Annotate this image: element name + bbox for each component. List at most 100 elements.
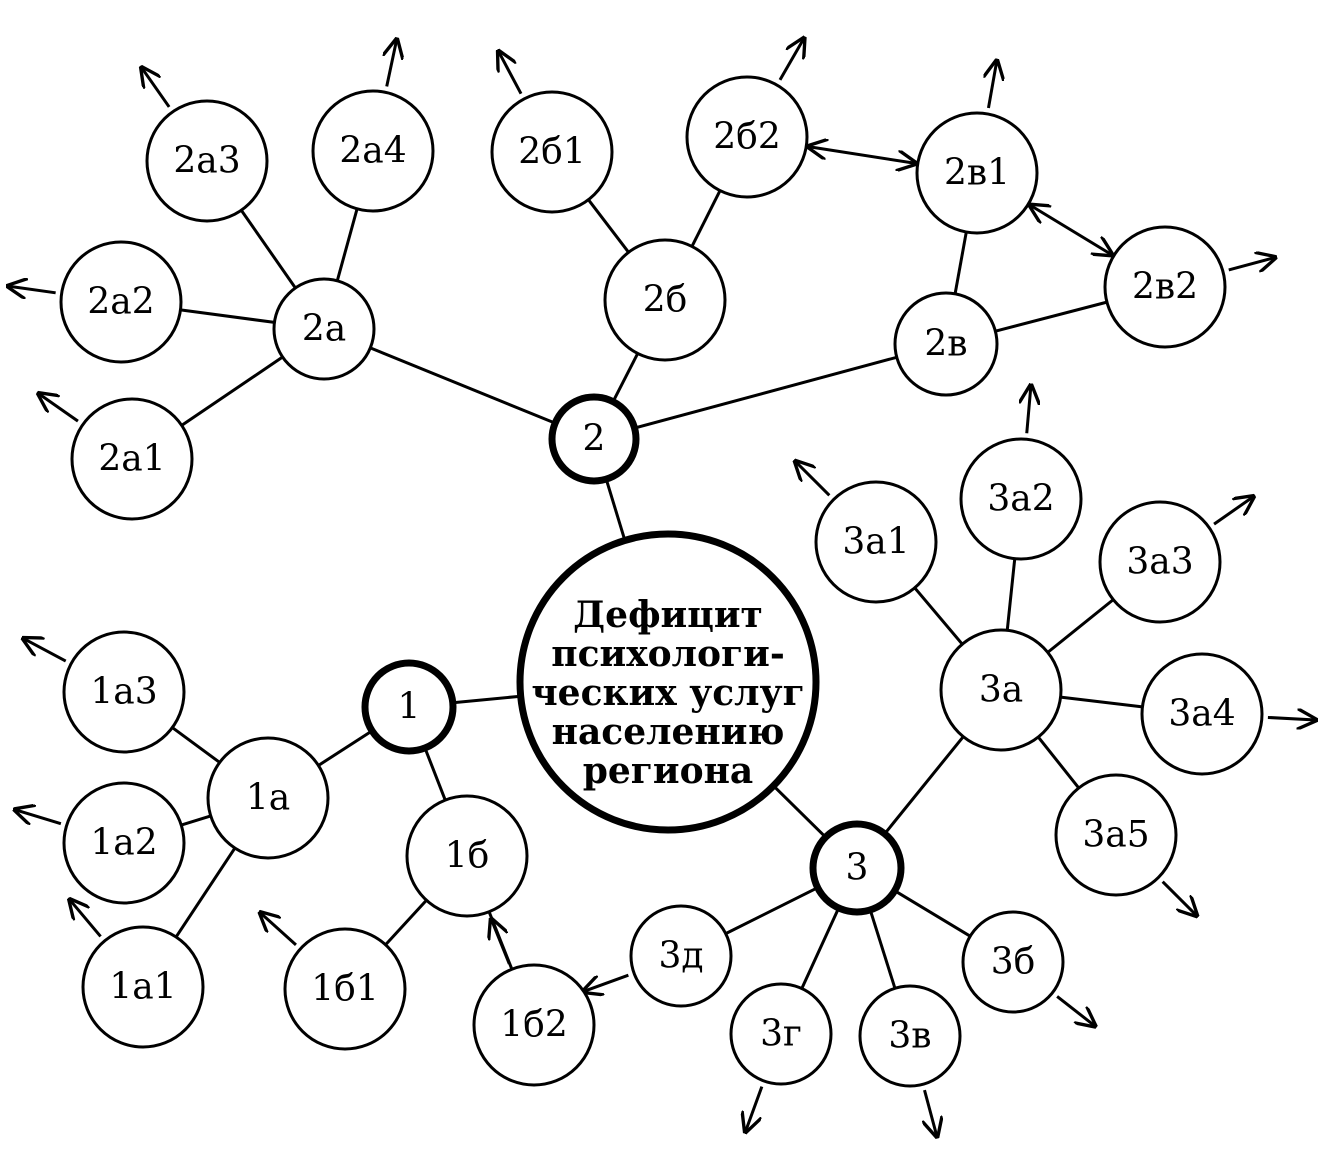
node-circle-2 [548,393,640,485]
node-3a4: 3а4 [1140,652,1264,776]
arrows-layer [8,38,1316,1136]
edge-2b-2b1 [587,198,630,254]
node-circle-1b [405,794,529,918]
node-label-2b1: 2б1 [518,132,585,173]
outgoing-arrow-1a3 [23,638,67,663]
node-label-2a3: 2а3 [173,141,240,182]
outgoing-arrow-2a3 [142,68,171,108]
edge-3a-3a4 [1060,695,1143,709]
node-label-1b: 1б [445,836,490,877]
node-circle-1a2 [62,781,186,905]
edge-2a-2a4 [335,208,359,282]
node-1a2: 1а2 [62,781,186,905]
edge-3a-3a2 [1005,558,1017,631]
node-label-3: 3 [846,848,869,889]
edge-center-2 [604,478,627,541]
node-label-3a2: 3а2 [987,479,1054,520]
node-label-3v: 3в [888,1016,931,1057]
edge-3-3v [868,909,897,989]
node-2a: 2а [272,277,376,381]
node-label-3a5: 3а5 [1082,815,1149,856]
node-label-1a: 1а [246,778,290,819]
node-label-3b: 3б [991,942,1036,983]
node-circle-2b1 [490,90,614,214]
node-circle-2a1 [70,397,194,521]
node-2a1: 2а1 [70,397,194,521]
node-1b2: 1б2 [472,963,596,1087]
node-3b: 3б [961,910,1065,1014]
outgoing-arrow-2a2 [8,286,56,293]
node-label-1a2: 1а2 [90,823,157,864]
node-circle-2v1 [915,111,1039,235]
outgoing-arrow-3g [745,1086,764,1132]
node-label-1a3: 1а3 [90,672,157,713]
edge-1-1b [423,747,447,801]
node-circle-3v [858,984,962,1088]
double-arrow-2b2-2v1 [808,147,915,164]
node-3a5: 3а5 [1054,773,1178,897]
node-1b1: 1б1 [283,927,407,1051]
outgoing-arrow-2b2 [778,38,804,81]
node-label-3a: 3а [979,670,1023,711]
outgoing-arrow-1a2 [15,810,62,824]
edge-1-1a [317,729,373,767]
node-label-1: 1 [398,687,421,728]
node-3: 3 [809,820,905,916]
edge-center-3 [772,784,827,839]
node-label-2: 2 [583,419,606,460]
node-circle-3a1 [814,480,938,604]
node-1a: 1а [206,736,330,860]
node-3a: 3а [939,628,1063,752]
node-2b: 2б [603,238,727,362]
node-3a2: 3а2 [959,437,1083,561]
node-circle-1a [206,736,330,860]
node-1a3: 1а3 [62,630,186,754]
node-label-2v: 2в [924,324,967,365]
node-label-2b: 2б [643,280,688,321]
node-label-1b2: 1б2 [500,1005,567,1046]
node-label-3d: 3д [658,936,703,977]
outgoing-arrow-3v [924,1089,936,1136]
central-problem-line-3: ческих услуг [531,672,804,714]
edge-3-3a [883,735,965,835]
node-circle-3a [939,628,1063,752]
double-arrow-2v1-2v2 [1030,205,1112,255]
node-2v2: 2в2 [1103,225,1227,349]
node-circle-2a [272,277,376,381]
edge-3-3d [725,886,819,935]
node-label-3a3: 3а3 [1126,542,1193,583]
node-circle-2b [603,238,727,362]
node-3v: 3в [858,984,962,1088]
node-circle-3a4 [1140,652,1264,776]
node-label-3a1: 3а1 [842,522,909,563]
edge-1a-1a2 [180,814,212,827]
edge-2a-2a3 [240,209,297,289]
node-circle-3a5 [1054,773,1178,897]
outgoing-arrow-3a4 [1267,717,1316,720]
node-label-2v2: 2в2 [1132,267,1198,308]
edge-2v-2v1 [953,231,968,295]
node-3a3: 3а3 [1098,500,1222,624]
edge-1a-1a1 [174,847,237,938]
node-label-2a2: 2а2 [87,282,154,323]
node-label-2a: 2а [302,309,346,350]
outgoing-arrow-1a1 [70,900,102,938]
node-3a1: 3а1 [814,480,938,604]
edge-1a-1a3 [171,726,221,764]
node-circle-2v [893,291,999,397]
node-2b1: 2б1 [490,90,614,214]
node-circle-3a2 [959,437,1083,561]
node-circle-1a3 [62,630,186,754]
node-label-1b1: 1б1 [311,969,378,1010]
node-2a3: 2а3 [145,99,269,223]
edge-1b-1b1 [384,899,428,946]
node-circle-2b2 [685,75,809,199]
node-1b: 1б [405,794,529,918]
node-circle-1b1 [283,927,407,1051]
node-label-3a4: 3а4 [1168,694,1235,735]
node-2v1: 2в1 [915,111,1039,235]
central-problem-line-4: населению [552,711,785,753]
